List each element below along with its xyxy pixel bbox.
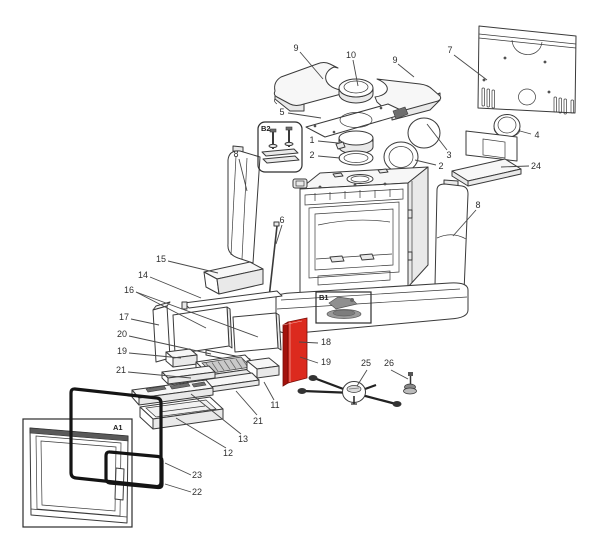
leader-19a (128, 352, 182, 359)
callout-17: 17 (119, 312, 129, 322)
part-3-blanking-plate (407, 117, 441, 149)
inset-b1-shaker-grate: B1 (315, 291, 372, 324)
callout-3: 3 (446, 150, 451, 160)
part-17-side-brick (152, 301, 171, 363)
part-13-perforated-strip (131, 379, 214, 406)
leader-25 (356, 369, 368, 387)
callout-20: 20 (117, 329, 127, 339)
callout-25: 25 (361, 358, 371, 368)
callout-13: 13 (238, 434, 248, 444)
callout-labels: 9 10 9 7 5 1 2 8 3 2 4 24 8 6 15 14 16 1… (116, 43, 541, 497)
leader-16a (135, 291, 207, 329)
leader-21a (127, 371, 192, 379)
callout-23: 23 (192, 470, 202, 480)
callout-21a: 21 (116, 365, 126, 375)
callout-7: 7 (447, 45, 452, 55)
leader-5 (287, 112, 322, 119)
callout-5: 5 (279, 107, 284, 117)
leader-22 (164, 483, 192, 493)
part-2-ring-under-collar (338, 150, 374, 166)
leader-9a (299, 51, 324, 80)
part-8-side-panel-right (434, 179, 469, 299)
part-8-side-panel-left (227, 145, 261, 264)
part-5-inner-top-plate (305, 103, 409, 138)
callout-9a: 9 (293, 43, 298, 53)
leader-13 (190, 393, 242, 435)
callout-26: 26 (384, 358, 394, 368)
callout-22: 22 (192, 487, 202, 497)
leader-2a (317, 155, 341, 159)
callout-16: 16 (124, 285, 134, 295)
part-25-control-mechanism (297, 375, 402, 407)
leader-lines (127, 51, 532, 493)
callout-21b: 21 (253, 416, 263, 426)
leader-7 (453, 54, 488, 81)
leader-18 (298, 341, 319, 344)
part-14-rail (181, 290, 283, 310)
callout-12: 12 (223, 448, 233, 458)
part-24-bracket (451, 130, 522, 187)
callout-9b: 9 (392, 55, 397, 65)
part-7-back-panel (477, 25, 577, 115)
leader-17 (130, 318, 160, 326)
leader-8a (238, 158, 248, 192)
leader-12 (175, 417, 227, 449)
part-16-firebrick-right (232, 312, 282, 353)
callout-18: 18 (321, 337, 331, 347)
leader-3 (426, 123, 448, 151)
leader-14 (149, 276, 202, 299)
leader-21b (235, 390, 258, 416)
callout-1: 1 (309, 135, 314, 145)
leader-11 (263, 381, 275, 401)
callout-11: 11 (270, 400, 279, 410)
leader-24 (500, 165, 530, 168)
inset-b2-fixing-kit: B2 (257, 121, 303, 173)
part-23-gasket-cord (104, 450, 164, 490)
callout-15: 15 (156, 254, 166, 264)
callout-2a: 2 (309, 150, 314, 160)
leader-26 (390, 369, 409, 380)
inset-b2-label: B2 (261, 124, 271, 133)
leader-6 (275, 224, 283, 245)
part-11-brick-block (246, 357, 280, 379)
part-15-deflector-plate (203, 261, 264, 295)
part-26-bolt-foot (403, 372, 417, 395)
leader-19b (299, 356, 319, 364)
leader-15 (167, 260, 219, 274)
leader-1 (317, 140, 339, 144)
inset-b1-label: B1 (319, 293, 329, 302)
part-9-top-plate-left (273, 62, 346, 112)
leader-4 (519, 130, 532, 135)
leader-9b (397, 63, 415, 78)
callout-24: 24 (531, 161, 541, 171)
part-19-brick-left (165, 348, 198, 368)
leader-23 (164, 462, 192, 476)
inset-a1-door: A1 (22, 418, 133, 528)
part-4-flue-collar (493, 114, 521, 138)
part-18-19-highlighted-brick[interactable] (282, 317, 308, 387)
part-stove-body (292, 166, 429, 294)
part-6-rod (268, 221, 280, 299)
callout-8b: 8 (475, 200, 480, 210)
inset-a1-label: A1 (113, 423, 123, 432)
leader-10 (352, 59, 359, 87)
part-16-firebrick-left (172, 306, 233, 355)
leader-8b (452, 209, 477, 237)
callout-2b: 2 (438, 161, 443, 171)
callout-4: 4 (534, 130, 539, 140)
callout-6: 6 (279, 215, 284, 225)
part-1-collar (335, 130, 374, 155)
callout-14: 14 (138, 270, 148, 280)
callout-19a: 19 (117, 346, 127, 356)
leader-2b (414, 159, 437, 166)
leader-16b (135, 291, 259, 338)
callout-10: 10 (346, 50, 356, 60)
leader-20 (128, 335, 212, 355)
callout-8a: 8 (233, 149, 238, 159)
callout-19b: 19 (321, 357, 331, 367)
part-10-round-lid (338, 78, 374, 104)
